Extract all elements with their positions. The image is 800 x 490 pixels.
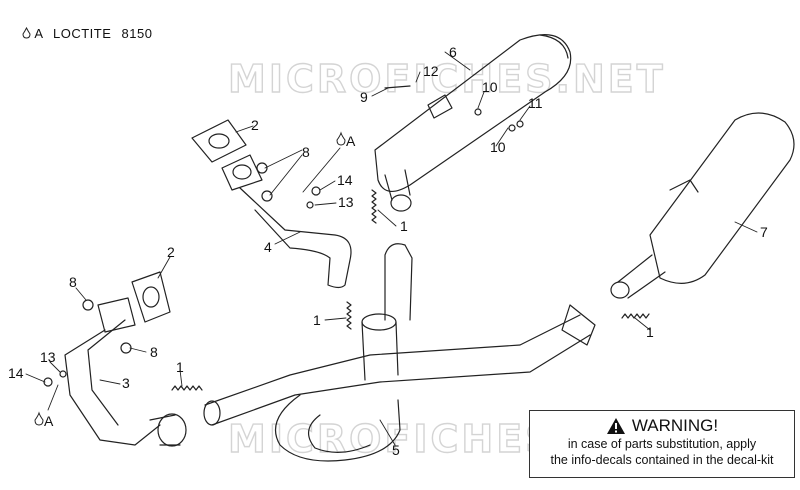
watermark-top: MICROFICHES.NET [228, 57, 666, 101]
muffler-upper [374, 34, 572, 212]
drop-icon [22, 26, 31, 39]
loctite-drop-icons [34, 131, 346, 426]
callout-13-upper: 13 [338, 194, 354, 210]
callout-8-right: 8 [150, 344, 158, 360]
callout-14-upper: 14 [337, 172, 353, 188]
callout-4: 4 [264, 239, 272, 255]
nuts-and-washers [43, 85, 524, 387]
callout-6: 6 [449, 44, 457, 60]
spring-2 [346, 301, 352, 330]
callout-1-upper: 1 [400, 218, 408, 234]
callout-1-lower-left: 1 [176, 359, 184, 375]
callout-5: 5 [392, 442, 400, 458]
callout-7: 7 [760, 224, 768, 240]
callout-14-lower: 14 [8, 365, 24, 381]
header-pipe-upper [221, 154, 352, 289]
loctite-legend: A LOCTITE 8150 [22, 26, 152, 41]
drop-icon [336, 131, 346, 146]
warning-triangle-icon [606, 418, 625, 434]
callout-A-lower: A [44, 413, 54, 429]
warning-title: WARNING! [631, 416, 719, 435]
legend-code: 8150 [121, 26, 153, 41]
warning-line-1: in case of parts substitution, apply [567, 437, 757, 451]
callout-13-lower: 13 [40, 349, 56, 365]
callout-2-lower: 2 [167, 244, 175, 260]
warning-line-2: the info-decals contained in the decal-k… [550, 453, 774, 467]
callout-9: 9 [360, 89, 368, 105]
callout-1-right: 1 [646, 324, 654, 340]
spring-3 [171, 385, 203, 391]
callout-10-lower: 10 [490, 139, 506, 155]
legend-symbol: A [34, 26, 43, 41]
muffler-right [610, 112, 795, 299]
callout-8-upper: 8 [302, 144, 310, 160]
callout-1-middle: 1 [313, 312, 321, 328]
warning-header: WARNING! [530, 416, 794, 436]
callout-10-upper: 10 [482, 79, 498, 95]
callout-A-upper: A [346, 133, 356, 149]
warning-box: WARNING! in case of parts substitution, … [529, 410, 795, 478]
legend-product: LOCTITE [53, 26, 112, 41]
gasket-lower [131, 271, 171, 323]
callout-3: 3 [122, 375, 130, 391]
collector-pipe [203, 243, 596, 462]
callout-11: 11 [528, 95, 543, 111]
drop-icon [34, 411, 44, 426]
spring-1 [371, 189, 377, 224]
callout-8-left: 8 [69, 274, 77, 290]
spring-4 [621, 313, 650, 319]
gasket-upper [191, 119, 247, 163]
callout-12: 12 [423, 63, 439, 79]
header-pipe-lower [64, 297, 187, 447]
leader-lines [25, 51, 758, 446]
callout-2-upper: 2 [251, 117, 259, 133]
